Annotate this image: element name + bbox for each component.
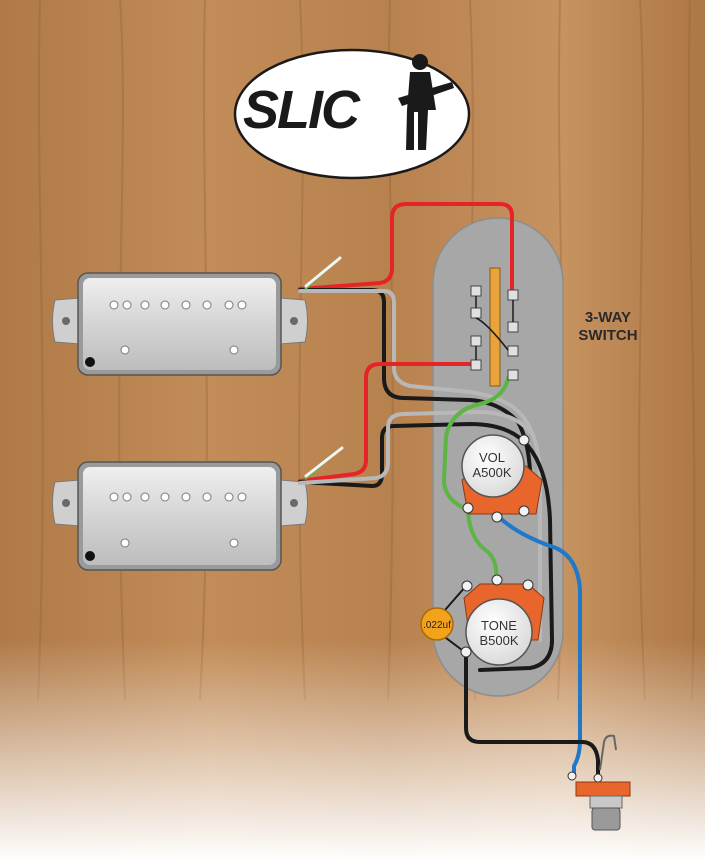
output-jack <box>567 734 631 831</box>
bridge-humbucker-pickup <box>52 461 308 571</box>
slic-logo: SLIC <box>233 48 471 180</box>
switch-label-line1: 3-WAY <box>585 309 631 326</box>
volume-pot-label-line2: A500K <box>472 465 511 480</box>
switch-label-line2: SWITCH <box>578 327 637 344</box>
vol-to-tone-green <box>466 510 499 582</box>
wires <box>298 202 600 778</box>
neck-wire-white <box>304 256 342 288</box>
logo-text: SLIC <box>243 80 361 140</box>
neck-wire-black <box>298 288 532 472</box>
switch-to-vol-green <box>442 376 510 512</box>
output-wire-blue <box>498 516 582 776</box>
capacitor <box>420 607 454 641</box>
bridge-wire-gray <box>298 410 532 485</box>
bridge-wire-white <box>304 446 344 478</box>
ground-wire-black <box>464 650 600 778</box>
capacitor-label: .022uf <box>423 620 451 631</box>
three-way-switch <box>470 267 519 387</box>
volume-pot <box>461 434 543 523</box>
neck-wire-red <box>298 202 514 296</box>
tone-pot <box>460 574 545 666</box>
bridge-wire-red <box>298 362 477 483</box>
bottom-fade <box>0 640 705 862</box>
volume-pot-label-line1: VOL <box>479 450 505 465</box>
neck-wire-gray <box>298 289 542 642</box>
tone-pot-label-line1: TONE <box>481 618 517 633</box>
guitarist-silhouette <box>398 54 454 150</box>
tone-pot-label-line2: B500K <box>479 633 518 648</box>
neck-humbucker-pickup <box>52 272 308 376</box>
